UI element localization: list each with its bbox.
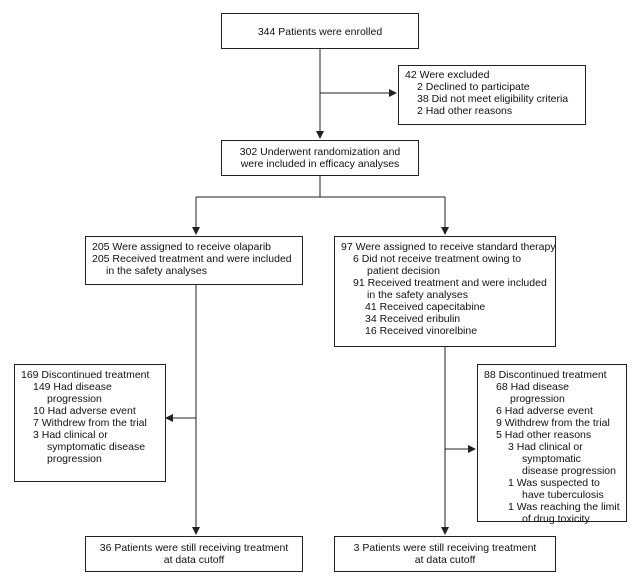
standard-drug: 41 Received capecitabine (365, 301, 486, 313)
olaparib-group-box: 205 Were assigned to receive olaparib 20… (85, 236, 303, 285)
standard-discontinued-reason: 5 Had other reasons (496, 429, 592, 441)
enrolled-box: 344 Patients were enrolled (221, 13, 419, 49)
olaparib-discontinued-reason: 10 Had adverse event (33, 405, 136, 417)
excluded-item: 38 Did not meet eligibility criteria (417, 93, 569, 105)
olaparib-final-line: at data cutoff (163, 554, 225, 566)
olaparib-discontinued-title: 169 Discontinued treatment (21, 369, 150, 381)
olaparib-discontinued-box: 169 Discontinued treatment 149 Had disea… (14, 364, 166, 482)
excluded-box: 42 Were excluded 2 Declined to participa… (398, 65, 586, 125)
standard-discontinued-reason: 6 Had adverse event (496, 405, 593, 417)
standard-discontinued-subreason: 1 Was reaching the limit of drug toxicit… (508, 501, 620, 525)
standard-drug: 34 Received eribulin (365, 313, 461, 325)
standard-final-box: 3 Patients were still receiving treatmen… (334, 536, 556, 572)
enrolled-label: 344 Patients were enrolled (257, 26, 383, 38)
standard-group-box: 97 Were assigned to receive standard the… (334, 236, 556, 347)
standard-final-line: 3 Patients were still receiving treatmen… (353, 542, 537, 554)
randomized-line: were included in efficacy analyses (240, 158, 400, 170)
olaparib-discontinued-reason: 149 Had disease progression (33, 381, 112, 405)
standard-discontinued-title: 88 Discontinued treatment (484, 369, 607, 381)
standard-not-treated: 6 Did not receive treatment owing to pat… (353, 253, 522, 277)
standard-discontinued-subreason: 1 Was suspected to have tuberculosis (508, 477, 604, 501)
standard-discontinued-box: 88 Discontinued treatment 68 Had disease… (477, 364, 627, 525)
excluded-item: 2 Declined to participate (417, 81, 530, 93)
standard-discontinued-reason: 68 Had disease progression (496, 381, 569, 405)
standard-discontinued-reason: 9 Withdrew from the trial (496, 417, 610, 429)
randomized-box: 302 Underwent randomization and were inc… (221, 140, 419, 176)
excluded-item: 2 Had other reasons (417, 105, 513, 117)
standard-drug: 16 Received vinorelbine (365, 325, 478, 337)
olaparib-treated: 205 Received treatment and were included… (92, 253, 292, 277)
standard-final-line: at data cutoff (414, 554, 476, 566)
olaparib-discontinued-reason: 7 Withdrew from the trial (33, 417, 147, 429)
olaparib-final-box: 36 Patients were still receiving treatme… (85, 536, 303, 572)
olaparib-final-line: 36 Patients were still receiving treatme… (99, 542, 289, 554)
standard-assigned: 97 Were assigned to receive standard the… (341, 241, 556, 253)
olaparib-assigned: 205 Were assigned to receive olaparib (92, 241, 271, 253)
excluded-title: 42 Were excluded (405, 69, 490, 81)
standard-discontinued-subreason: 3 Had clinical or symptomatic disease pr… (508, 441, 616, 477)
olaparib-discontinued-reason: 3 Had clinical or symptomatic disease pr… (33, 429, 146, 465)
standard-treated: 91 Received treatment and were included … (353, 277, 547, 301)
randomized-line: 302 Underwent randomization and (239, 146, 401, 158)
